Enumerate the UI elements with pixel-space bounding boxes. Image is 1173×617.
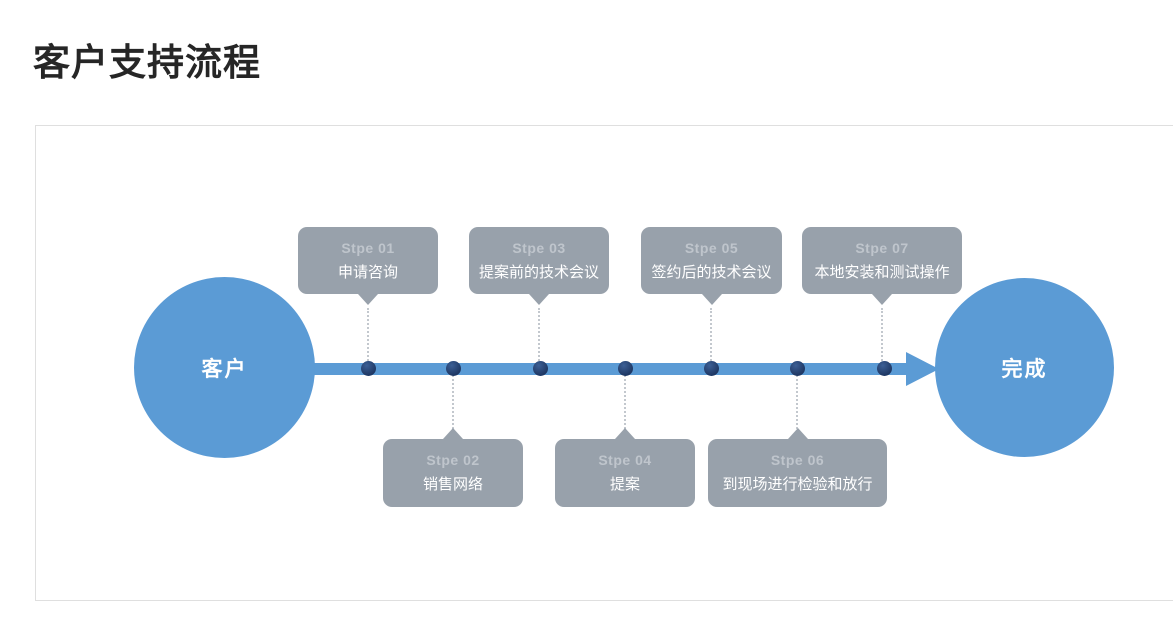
step-box-04: Stpe 04 提案: [555, 439, 695, 507]
step-01-number: Stpe 01: [341, 239, 395, 256]
timeline-dot-03: [533, 361, 548, 376]
diagram-panel: 客户 完成 Stpe 01 申请咨询 Stpe 03 提案前的技术会议 Stpe…: [35, 125, 1173, 601]
step-04-number: Stpe 04: [598, 452, 652, 468]
step-07-title: 本地安装和测试操作: [814, 263, 950, 281]
step-07-number: Stpe 07: [855, 239, 909, 256]
connector-step-03: [538, 308, 540, 365]
connector-step-07: [881, 308, 883, 365]
end-node-complete: 完成: [935, 278, 1114, 457]
step-06-number: Stpe 06: [770, 452, 825, 468]
timeline-dot-02: [446, 361, 461, 376]
timeline-dot-01: [361, 361, 376, 376]
step-03-number: Stpe 03: [512, 239, 566, 256]
step-02-number: Stpe 02: [426, 452, 480, 468]
end-node-label: 完成: [1001, 357, 1048, 381]
step-box-05: Stpe 05 签约后的技术会议: [641, 227, 782, 294]
step-05-title: 签约后的技术会议: [651, 263, 772, 281]
step-02-title: 销售网络: [422, 476, 483, 493]
page-title: 客户支持流程: [33, 42, 261, 83]
connector-step-05: [710, 308, 712, 365]
start-node-label: 客户: [201, 357, 248, 381]
timeline-dot-07: [877, 361, 892, 376]
step-06-title: 到现场进行检验和放行: [722, 476, 873, 493]
connector-step-04: [624, 375, 626, 429]
timeline-bar: [311, 363, 911, 375]
start-node-customer: 客户: [134, 277, 315, 458]
step-03-title: 提案前的技术会议: [478, 263, 599, 281]
step-05-number: Stpe 05: [684, 239, 739, 256]
step-box-06: Stpe 06 到现场进行检验和放行: [708, 439, 887, 507]
timeline-dot-06: [790, 361, 805, 376]
step-01-title: 申请咨询: [337, 263, 398, 281]
arrow-right-icon: [906, 352, 939, 386]
step-box-07: Stpe 07 本地安装和测试操作: [802, 227, 962, 294]
step-04-title: 提案: [609, 476, 640, 493]
step-box-01: Stpe 01 申请咨询: [298, 227, 438, 294]
connector-step-06: [796, 375, 798, 429]
step-box-03: Stpe 03 提案前的技术会议: [469, 227, 609, 294]
connector-step-01: [367, 308, 369, 365]
connector-step-02: [452, 375, 454, 429]
timeline-dot-05: [704, 361, 719, 376]
timeline-dot-04: [618, 361, 633, 376]
step-box-02: Stpe 02 销售网络: [383, 439, 523, 507]
